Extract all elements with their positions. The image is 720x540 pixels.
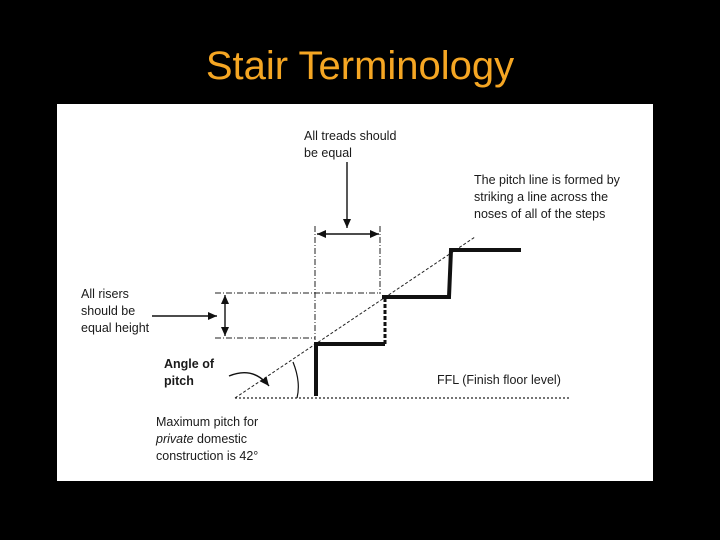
stair-dashed-step [383,297,387,344]
angle-of-pitch-label: Angle of pitch [164,357,214,388]
treads-label: All treads should be equal [304,129,397,160]
max-pitch-label: Maximum pitch for private domestic const… [156,415,259,463]
ffl-label: FFL (Finish floor level) [437,373,561,387]
risers-label: All risers should be equal height [81,287,150,335]
angle-arrow [228,372,270,387]
slide-title: Stair Terminology [205,44,515,88]
pitch-line-label: The pitch line is formed by striking a l… [474,173,620,221]
stair-diagram-drawing [152,162,569,399]
pitch-line [234,236,476,399]
stair-diagram: All treads should be equal The pitch lin… [57,104,653,481]
angle-arc [292,361,299,399]
stair-outline [314,248,521,396]
